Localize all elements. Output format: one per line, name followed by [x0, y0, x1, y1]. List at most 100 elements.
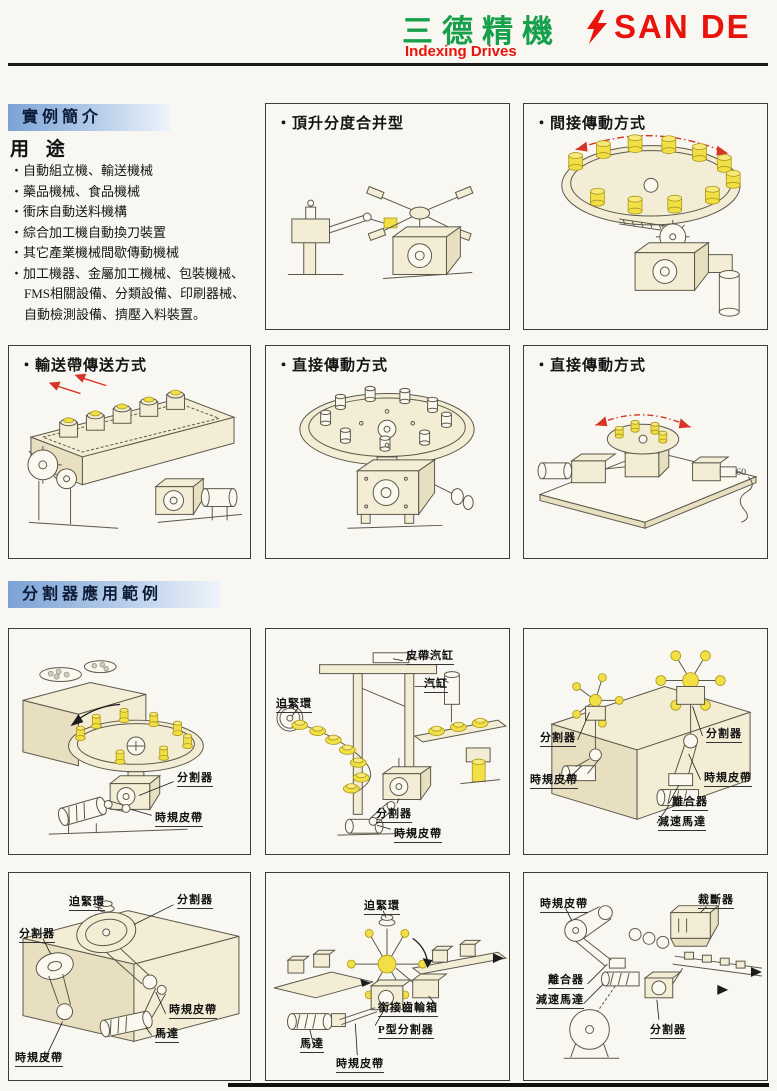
label-p-type-divider: P型分割器 — [378, 1021, 434, 1039]
leader-lines — [563, 706, 703, 824]
illustration-indirect-drive — [561, 134, 741, 317]
panel-title-lift-index: ・頂升分度合并型 — [276, 116, 405, 132]
belt-cylinder-unit — [372, 652, 438, 664]
panel-direct-drive-a: ・直接傳動方式 — [265, 345, 510, 559]
motor-unit — [99, 987, 167, 1038]
label-timing-belt: 時規皮帶 — [394, 825, 442, 843]
dial-plate — [561, 134, 741, 226]
output-cylinder — [707, 254, 740, 317]
index-drive-unit — [108, 771, 162, 812]
label-timing-belt-right: 時規皮帶 — [169, 1001, 217, 1019]
rotary-cross-indexer — [365, 185, 474, 279]
rotation-arrow — [70, 703, 121, 727]
motor-unit — [286, 1007, 378, 1030]
illustration-cutter-line — [563, 904, 762, 1059]
exit-conveyor — [413, 717, 508, 743]
clutch-gearmotor-unit — [575, 937, 640, 1012]
rotary-table — [68, 707, 204, 773]
panel-app-star-rotor: 迫緊環 銜接齒輪箱 P型分割器 馬達 時規皮帶 — [265, 872, 510, 1081]
out-conveyor — [672, 951, 762, 995]
illustration-cap-conveyor — [276, 652, 508, 836]
leader-lines — [130, 781, 174, 816]
left-drive-unit — [537, 453, 626, 484]
label-divider: 分割器 — [376, 805, 412, 823]
label-divider-top: 分割器 — [177, 891, 213, 909]
label-divider-left: 分割器 — [540, 729, 576, 747]
label-gear-motor: 減速馬達 — [658, 813, 706, 831]
feed-rollers — [628, 927, 670, 949]
label-coupling-gearbox: 銜接齒輪箱 — [378, 999, 438, 1017]
label-timing-belt-left: 時規皮帶 — [530, 771, 578, 789]
rotary-table-unit — [606, 419, 680, 478]
label-gear-motor: 減速馬達 — [536, 991, 584, 1009]
leader-lines — [565, 906, 707, 1020]
header-rule — [8, 63, 768, 66]
indexer-box — [633, 241, 710, 292]
belt-pulleys — [564, 905, 613, 942]
label-belt-cylinder: 皮帶汽缸 — [406, 647, 454, 665]
gearbox-motor-unit — [154, 477, 242, 523]
label-divider: 分割器 — [177, 769, 213, 787]
label-clamp-ring: 迫緊環 — [69, 893, 105, 911]
panel-lift-index: ・頂升分度合并型 — [265, 103, 510, 330]
usage-list: ・自動組立機、輸送機械 ・藥品機械、食品機械 ・衝床自動送料機構 ・綜合加工機自… — [10, 161, 262, 325]
panel-app-spider-rotors: 分割器 分割器 時規皮帶 時規皮帶 離合器 減速馬達 — [523, 628, 768, 855]
leader-lines — [309, 910, 437, 1056]
handwritten-note: 60 — [736, 467, 746, 478]
label-timing-belt: 時規皮帶 — [155, 809, 203, 827]
label-clutch: 離合器 — [548, 971, 584, 989]
cutter-unit — [669, 904, 720, 947]
front-divider-disc — [35, 952, 74, 980]
section-title-intro: 實例簡介 — [8, 104, 171, 131]
brand-subtitle: Indexing Drives — [405, 43, 517, 60]
motor-unit — [337, 800, 415, 836]
brand-title: 三德精機 — [402, 14, 562, 49]
sande-logo: SAN DE — [584, 8, 751, 46]
red-rotation-arrows — [595, 414, 691, 429]
drive-gears — [27, 446, 119, 529]
part-trays — [39, 660, 117, 683]
dial-plate — [299, 385, 475, 466]
logo-text: SAN DE — [614, 8, 751, 45]
panel-indirect-drive: ・間接傳動方式 — [523, 103, 768, 330]
label-clutch: 離合器 — [672, 793, 708, 811]
label-clamp-ring: 迫緊環 — [276, 695, 312, 713]
red-direction-arrows — [48, 373, 107, 395]
motor-unit — [48, 796, 188, 835]
leader-lines — [42, 904, 174, 1060]
illustration-lift-index — [287, 185, 474, 279]
panel-belt-conveyor: ・輸送帶傳送方式 — [8, 345, 251, 559]
pedestal-cylinder — [460, 747, 501, 785]
panel-title-belt-conveyor: ・輸送帶傳送方式 — [19, 358, 148, 374]
panel-app-cutter-line: 時規皮帶 裁斷器 離合器 減速馬達 分割器 — [523, 872, 768, 1081]
red-rotation-arrows — [575, 134, 729, 156]
illustration-belt-conveyor — [27, 373, 242, 529]
illustration-rotary-table — [22, 660, 204, 835]
usage-item-continued: 自動檢測設備、擠壓入料裝置。 — [24, 306, 207, 322]
lightning-icon — [587, 10, 607, 44]
belt-drive — [48, 947, 167, 1021]
flywheel — [563, 1009, 620, 1059]
panel-title-direct-b: ・直接傳動方式 — [534, 358, 647, 374]
large-pulley-disc — [76, 900, 137, 954]
usage-item: ・藥品機械、食品機械 — [10, 183, 141, 199]
cap-chain-conveyor — [276, 704, 371, 794]
section-title-examples: 分割器應用範例 — [8, 581, 220, 608]
indexer-box — [347, 456, 443, 529]
pick-arm-unit — [287, 199, 398, 275]
illustration-spider-rotors — [550, 650, 752, 824]
label-timing-belt: 時規皮帶 — [336, 1055, 384, 1073]
panel-title-indirect: ・間接傳動方式 — [534, 116, 647, 132]
illustration-direct-drive-b: 60 — [537, 414, 758, 530]
coupling-gearbox — [395, 967, 448, 999]
right-spider-rotor — [655, 650, 726, 774]
label-motor: 馬達 — [300, 1035, 324, 1053]
panel-app-cap-conveyor: 皮帶汽缸 汽缸 迫緊環 分割器 時規皮帶 — [265, 628, 510, 855]
usage-item: ・衝床自動送料機構 — [10, 204, 128, 219]
label-timing-belt-right: 時規皮帶 — [704, 769, 752, 787]
left-conveyor — [273, 949, 374, 999]
illustration-direct-drive-a — [299, 385, 475, 529]
label-divider: 分割器 — [650, 1021, 686, 1039]
indexer-box — [643, 967, 684, 999]
